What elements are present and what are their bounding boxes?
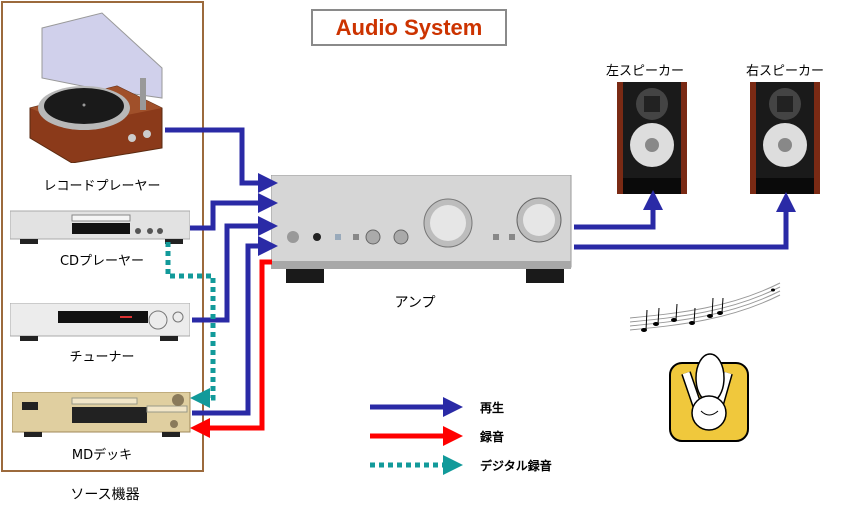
cd-player-icon [10, 210, 190, 244]
source-devices-frame [1, 1, 204, 472]
turntable-icon [29, 12, 163, 163]
record-player-label: レコードプレーヤー [43, 179, 161, 194]
tuner-icon [10, 303, 190, 341]
wire-tuner-to-amp [192, 216, 278, 323]
diagram-title: Audio System [335, 14, 483, 40]
wire-cd-to-md-deck-digital [165, 242, 216, 408]
wire-cd-player-to-amp [190, 193, 278, 231]
amplifier-icon [271, 175, 572, 283]
amplifier-label: アンプ [394, 295, 436, 311]
md-deck-icon [12, 392, 191, 437]
legend-playback-label: 再生 [480, 401, 505, 415]
wire-record-player-to-amp [165, 127, 278, 193]
title-box: Audio System [311, 9, 507, 46]
source-group-label: ソース機器 [70, 487, 140, 503]
right-speaker-icon [750, 82, 820, 194]
md-deck-label: MDデッキ [71, 448, 133, 463]
legend-recording-label: 録音 [480, 430, 505, 444]
tuner-label: チューナー [69, 350, 135, 365]
music-notes-icon [630, 282, 781, 332]
left-speaker-icon [617, 82, 687, 194]
left-speaker-label: 左スピーカー [605, 64, 684, 79]
right-speaker-label: 右スピーカー [745, 64, 824, 79]
wire-amp-to-right-speaker [574, 192, 796, 250]
wire-amp-to-left-speaker [574, 190, 663, 230]
listener-in-chair-icon [669, 353, 749, 442]
wire-amp-to-md-deck-recording [190, 259, 272, 438]
legend-digital-recording-label: デジタル録音 [480, 459, 552, 473]
cd-player-label: CDプレーヤー [59, 254, 145, 269]
wire-md-deck-to-amp [192, 236, 278, 416]
